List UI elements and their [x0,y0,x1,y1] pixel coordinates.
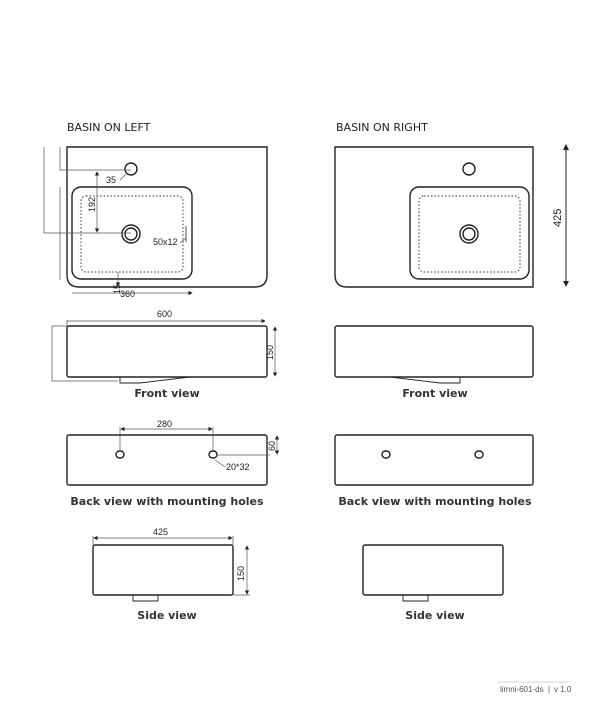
label-side-view-right: Side view [405,609,464,622]
heading-basin-right: BASIN ON RIGHT [336,121,428,134]
side-view-right [362,544,504,602]
dim-drain-depth: 192 [87,197,97,212]
dim-width: 600 [157,309,172,319]
dim-hole-size: 20*32 [226,462,250,472]
label-side-view-left: Side view [137,609,196,622]
label-front-view-right: Front view [402,387,467,400]
footer-separator: | [548,685,550,694]
heading-basin-left: BASIN ON LEFT [67,121,151,134]
dim-side-height: 150 [236,566,246,581]
front-view-right [334,325,534,384]
front-view-left: 600 150 [51,309,278,384]
dim-height: 150 [265,345,275,360]
dim-basin-width: 360 [120,289,135,299]
top-view-right: 425 [334,144,569,288]
dim-height-total: 425 [552,209,564,227]
label-front-view-left: Front view [134,387,199,400]
footer-version: v 1.0 [554,685,572,694]
label-back-view-left: Back view with mounting holes [70,495,264,508]
dim-rim: 15 [112,284,122,294]
dim-overflow: 50x12 [153,237,178,247]
side-view-left: 425 150 [92,527,250,602]
dim-tap-hole: 35 [106,175,116,185]
dim-hole-spacing: 280 [157,419,172,429]
dim-depth: 425 [153,527,168,537]
top-view-left: 35 192 50x12 15 360 [43,146,268,299]
back-view-left: 280 60 20*32 [66,419,280,486]
dim-hole-offset: 60 [267,441,277,451]
footer-code: limni-601-ds [500,685,544,694]
label-back-view-right: Back view with mounting holes [338,495,532,508]
back-view-right [334,434,534,486]
